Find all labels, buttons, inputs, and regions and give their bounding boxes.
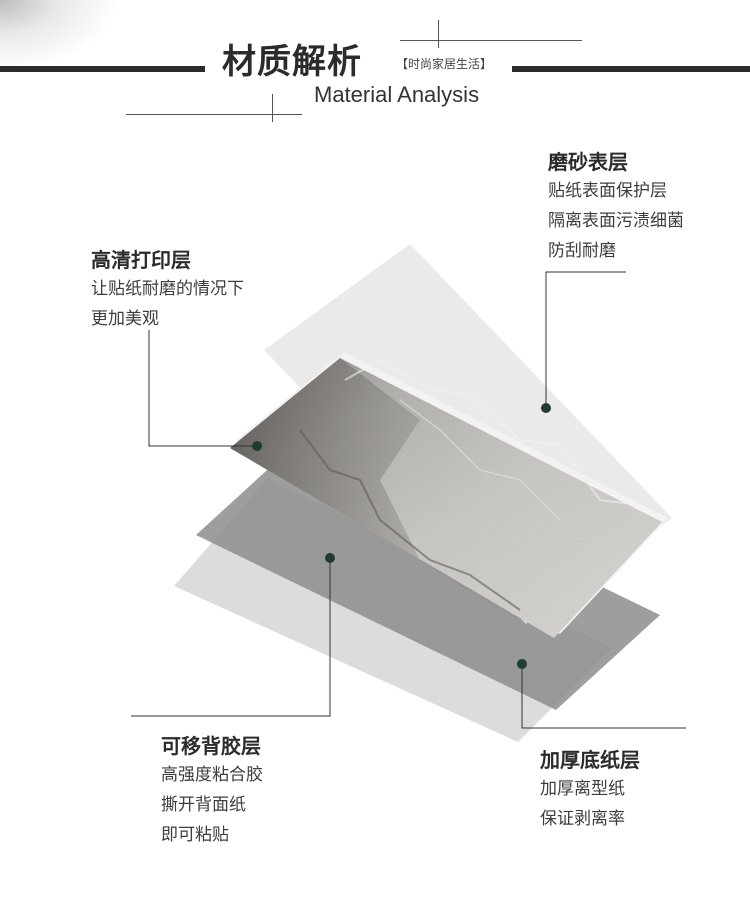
decor-hline-bottom xyxy=(126,114,302,115)
title-tag: 【时尚家居生活】 xyxy=(396,57,493,71)
decor-vline-top xyxy=(438,20,439,48)
callout-line-adhesive-back xyxy=(131,558,331,717)
corner-shade xyxy=(0,0,120,70)
adhesive-back-line-3: 即可粘贴 xyxy=(161,825,229,845)
hd-print-line-1: 让贴纸耐磨的情况下 xyxy=(91,279,244,299)
hd-print-line-2: 更加美观 xyxy=(91,309,159,329)
matte-surface-line-3: 防刮耐磨 xyxy=(548,241,616,261)
matte-surface-title: 磨砂表层 xyxy=(548,150,628,174)
callout-line-matte-surface xyxy=(545,271,626,408)
callout-line-thick-base xyxy=(521,664,686,729)
adhesive-back-line-2: 撕开背面纸 xyxy=(161,795,246,815)
print-layer xyxy=(230,352,668,638)
callout-dot-adhesive-back xyxy=(325,553,335,563)
matte-surface-line-2: 隔离表面污渍细菌 xyxy=(548,211,684,231)
decor-vline-bottom xyxy=(272,94,273,122)
adhesive-layer xyxy=(196,440,660,710)
thick-base-line-2: 保证剥离率 xyxy=(540,809,625,829)
decor-hline-top xyxy=(400,40,582,41)
callout-line-hd-print xyxy=(148,330,257,447)
callout-dot-matte-surface xyxy=(541,403,551,413)
page-subtitle: Material Analysis xyxy=(314,82,480,107)
header-bar-right xyxy=(512,66,750,72)
page-title: 材质解析 xyxy=(222,42,362,82)
adhesive-back-title: 可移背胶层 xyxy=(161,734,261,758)
callout-dot-hd-print xyxy=(252,441,262,451)
header-bar-left xyxy=(0,66,205,72)
hd-print-title: 高清打印层 xyxy=(91,248,191,272)
adhesive-back-line-1: 高强度粘合胶 xyxy=(161,765,263,785)
matte-surface-line-1: 贴纸表面保护层 xyxy=(548,181,667,201)
thick-base-line-1: 加厚离型纸 xyxy=(540,779,625,799)
thick-base-title: 加厚底纸层 xyxy=(540,748,640,772)
callout-dot-thick-base xyxy=(517,659,527,669)
